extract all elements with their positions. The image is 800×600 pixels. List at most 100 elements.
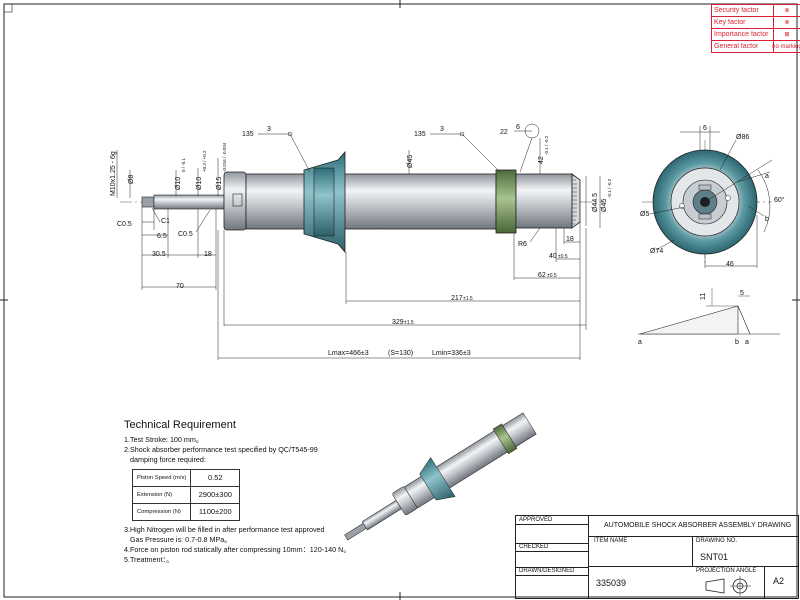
- dim-d45b-tol: -0.1 / -0.2: [607, 178, 612, 198]
- legend-row-general: General factor no marking: [712, 41, 800, 52]
- weld-dim-5: 5: [740, 290, 744, 297]
- dim-70: 70: [176, 283, 184, 290]
- tech-item-2: 2.Shock absorber performance test specif…: [124, 445, 318, 455]
- end-dim-5: Ø5: [640, 211, 649, 218]
- dim-thread: M10x1.25 - 6g: [110, 151, 117, 196]
- table-cell-label: Extension (N): [131, 485, 192, 504]
- dim-18b: 18: [566, 236, 574, 243]
- weld-22: 22: [500, 129, 508, 136]
- factor-legend: Security factor ⊗ Key factor ⊗ Importanc…: [711, 4, 800, 53]
- end-slot-top: [698, 184, 712, 191]
- tech-title: Technical Requirement: [124, 419, 236, 431]
- dim-d42: 42: [538, 156, 545, 164]
- end-label-a: a: [765, 173, 769, 180]
- dim-c1: C1: [161, 218, 170, 225]
- end-dim-74: Ø74: [650, 248, 663, 255]
- tb-drawn: DRAWN/DESIGNED: [519, 568, 575, 574]
- legend-row-importance: Importance factor ⊠: [712, 29, 800, 41]
- table-row: Piston Speed (m/s) 0.52: [131, 468, 241, 487]
- spring-seat-collar: [313, 167, 335, 237]
- dim-30-5: 30.5: [152, 251, 166, 258]
- tb-drawing-no: SNT01: [700, 552, 729, 562]
- dim-217: 217: [451, 295, 463, 302]
- tb-projection-label: PROJECTION ANGLE: [696, 568, 757, 574]
- circle-x-icon: ⊗: [773, 17, 800, 28]
- end-view: [642, 126, 773, 268]
- end-dim-86: Ø86: [736, 134, 749, 141]
- dim-d10b: Ø10: [196, 177, 203, 190]
- dimension-lines: [142, 221, 586, 359]
- dim-d42-tol: -0.1 / -0.2: [544, 135, 549, 155]
- dim-40-tol: ±0.5: [558, 254, 568, 260]
- tb-item-name: ITEM NAME: [594, 538, 628, 544]
- rod-thread: [141, 196, 155, 208]
- end-dim-60: 60°: [774, 196, 785, 204]
- dim-d10-tol: 0 / -0.1: [181, 157, 186, 172]
- end-bolt-hole-2: [725, 195, 731, 201]
- cylinder-body: [245, 173, 497, 230]
- tb-checked: CHECKED: [519, 544, 549, 550]
- weld-6: 6: [516, 124, 520, 131]
- dim-18: 18: [204, 251, 212, 258]
- legend-label: Importance factor: [714, 31, 769, 38]
- knurl: [572, 175, 577, 225]
- legend-label: General factor: [714, 43, 759, 50]
- circle-x-icon: ⊗: [773, 5, 800, 16]
- side-view: [120, 150, 605, 254]
- legend-row-security: Security factor ⊗: [712, 5, 800, 17]
- dim-lmax: Lmax=466±3: [328, 350, 369, 357]
- dim-d45: Ø45: [407, 155, 414, 168]
- legend-row-key: Key factor ⊗: [712, 17, 800, 29]
- square-x-icon: ⊠: [773, 29, 800, 40]
- end-slot-bottom: [698, 213, 712, 220]
- dim-d10b-tol: +0.3 / +0.2: [202, 150, 207, 172]
- dim-62: 62: [538, 272, 546, 279]
- weld-3a: 3: [267, 126, 271, 133]
- dim-c05b: C0.5: [178, 231, 193, 238]
- diameter-leaders: [116, 138, 601, 228]
- weld-label-a: a: [638, 339, 642, 346]
- tb-title: AUTOMOBILE SHOCK ABSORBER ASSEMBLY DRAWI…: [604, 522, 792, 529]
- dim-stroke: (S=130): [388, 350, 413, 357]
- weld-3b: 3: [440, 126, 444, 133]
- cap-window: [232, 193, 243, 207]
- weld-wedge: [639, 305, 739, 335]
- tech-item-2b: damping force required:: [130, 455, 206, 465]
- table-cell-label: Piston Speed (m/s): [131, 468, 192, 487]
- lower-tube: [515, 173, 573, 229]
- projection-angle-icon: [705, 576, 751, 596]
- tech-item-3b: Gas Pressure is: 0.7-0.8 MPa。: [130, 534, 232, 544]
- chamfer-leaders: [151, 207, 541, 243]
- dim-d15: Ø15: [216, 177, 223, 190]
- dim-d8: Ø8: [128, 175, 135, 184]
- table-cell-value: 2900±300: [190, 485, 241, 504]
- weld-135b: 135: [414, 131, 426, 138]
- tb-approved: APPROVED: [519, 517, 553, 523]
- piston-rod: [153, 194, 225, 210]
- title-block: APPROVED CHECKED DRAWN/DESIGNED AUTOMOBI…: [515, 515, 799, 599]
- table-row: Compression (N) 1100±200: [131, 502, 241, 521]
- damping-table: Piston Speed (m/s) 0.52 Extension (N) 29…: [131, 468, 241, 521]
- dim-329: 329: [392, 319, 404, 326]
- tb-number: 335039: [596, 578, 627, 588]
- tech-item-3: 3.High Nitrogen will be filled in after …: [124, 524, 325, 534]
- weld-label-b: b: [735, 339, 739, 346]
- top-cap: [223, 171, 247, 231]
- legend-label: Key factor: [714, 19, 746, 26]
- tech-item-4: 4.Force on piston rod statically after c…: [124, 545, 351, 555]
- tech-item-5: 5.Treatment：。: [124, 555, 174, 565]
- weld-135a: 135: [242, 131, 254, 138]
- weld-detail: [638, 288, 780, 335]
- weld-label-a2: a: [745, 339, 749, 346]
- green-band: [495, 169, 517, 234]
- dim-lmin: Lmin=336±3: [432, 350, 471, 357]
- dim-40: 40: [549, 253, 557, 260]
- extension-lines: [141, 207, 587, 360]
- dim-d44-5: Ø44.5: [592, 193, 599, 212]
- table-cell-label: Compression (N): [131, 502, 192, 521]
- dim-d15-tol: -0.016 / -0.034: [222, 142, 227, 172]
- table-row: Extension (N) 2900±300: [131, 485, 241, 504]
- table-cell-value: 1100±200: [190, 502, 241, 521]
- tech-item-1: 1.Test Stroke: 100 mm。: [124, 435, 204, 444]
